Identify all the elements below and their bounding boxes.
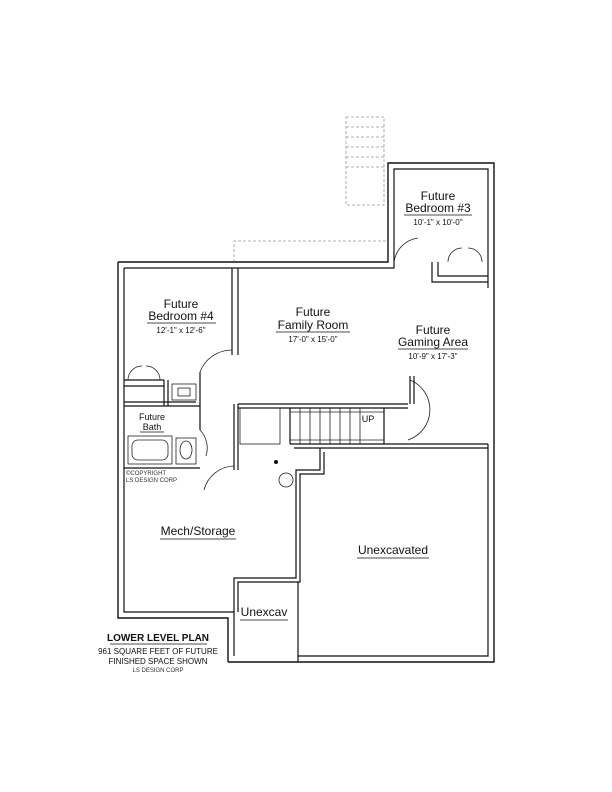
family-dimensions: 17'-0" x 15'-0" bbox=[288, 335, 337, 344]
dashed-outline bbox=[233, 240, 388, 262]
family-label-line2: Family Room bbox=[278, 318, 349, 332]
exterior-steps bbox=[345, 116, 385, 206]
mech-walls bbox=[203, 404, 294, 491]
gaming-label-line1: Future bbox=[416, 323, 451, 337]
plan-subtitle-line1: 961 SQUARE FEET OF FUTURE bbox=[98, 647, 218, 656]
bedroom4-dimensions: 12'-1" x 12'-6" bbox=[156, 326, 205, 335]
exterior-walls bbox=[117, 162, 495, 663]
plan-subtitle-line2: FINISHED SPACE SHOWN bbox=[109, 657, 208, 666]
stairs-up-label: UP bbox=[362, 414, 375, 424]
bedroom3-walls bbox=[393, 237, 488, 283]
bedroom3-label-line2: Bedroom #3 bbox=[405, 201, 471, 215]
bath-label-line1: Future bbox=[139, 412, 165, 422]
gaming-label-line2: Gaming Area bbox=[398, 335, 468, 349]
plan-title: LOWER LEVEL PLAN bbox=[107, 633, 209, 644]
unexcavated-label: Unexcavated bbox=[358, 543, 428, 557]
bedroom3-dimensions: 10'-1" x 10'-0" bbox=[413, 218, 462, 227]
unexcavated-walls bbox=[233, 443, 488, 662]
bedroom4-walls bbox=[124, 268, 239, 407]
gaming-dimensions: 10'-9" x 17'-3" bbox=[408, 352, 457, 361]
copyright-line2: LS DESIGN CORP bbox=[126, 478, 177, 484]
bedroom4-label-line2: Bedroom #4 bbox=[148, 309, 214, 323]
copyright-line1: ©COPYRIGHT bbox=[126, 470, 166, 477]
stair-area bbox=[238, 376, 431, 445]
bath-label-line2: Bath bbox=[143, 422, 162, 432]
family-label-line1: Future bbox=[296, 305, 331, 319]
mech-label: Mech/Storage bbox=[161, 524, 236, 538]
bedroom3-label-line1: Future bbox=[421, 189, 456, 203]
plan-subtitle-line3: LS DESIGN CORP bbox=[132, 668, 183, 674]
bedroom4-label-line1: Future bbox=[164, 297, 199, 311]
bath-fixtures bbox=[124, 406, 208, 469]
unexcav-label: Unexcav bbox=[241, 605, 288, 619]
